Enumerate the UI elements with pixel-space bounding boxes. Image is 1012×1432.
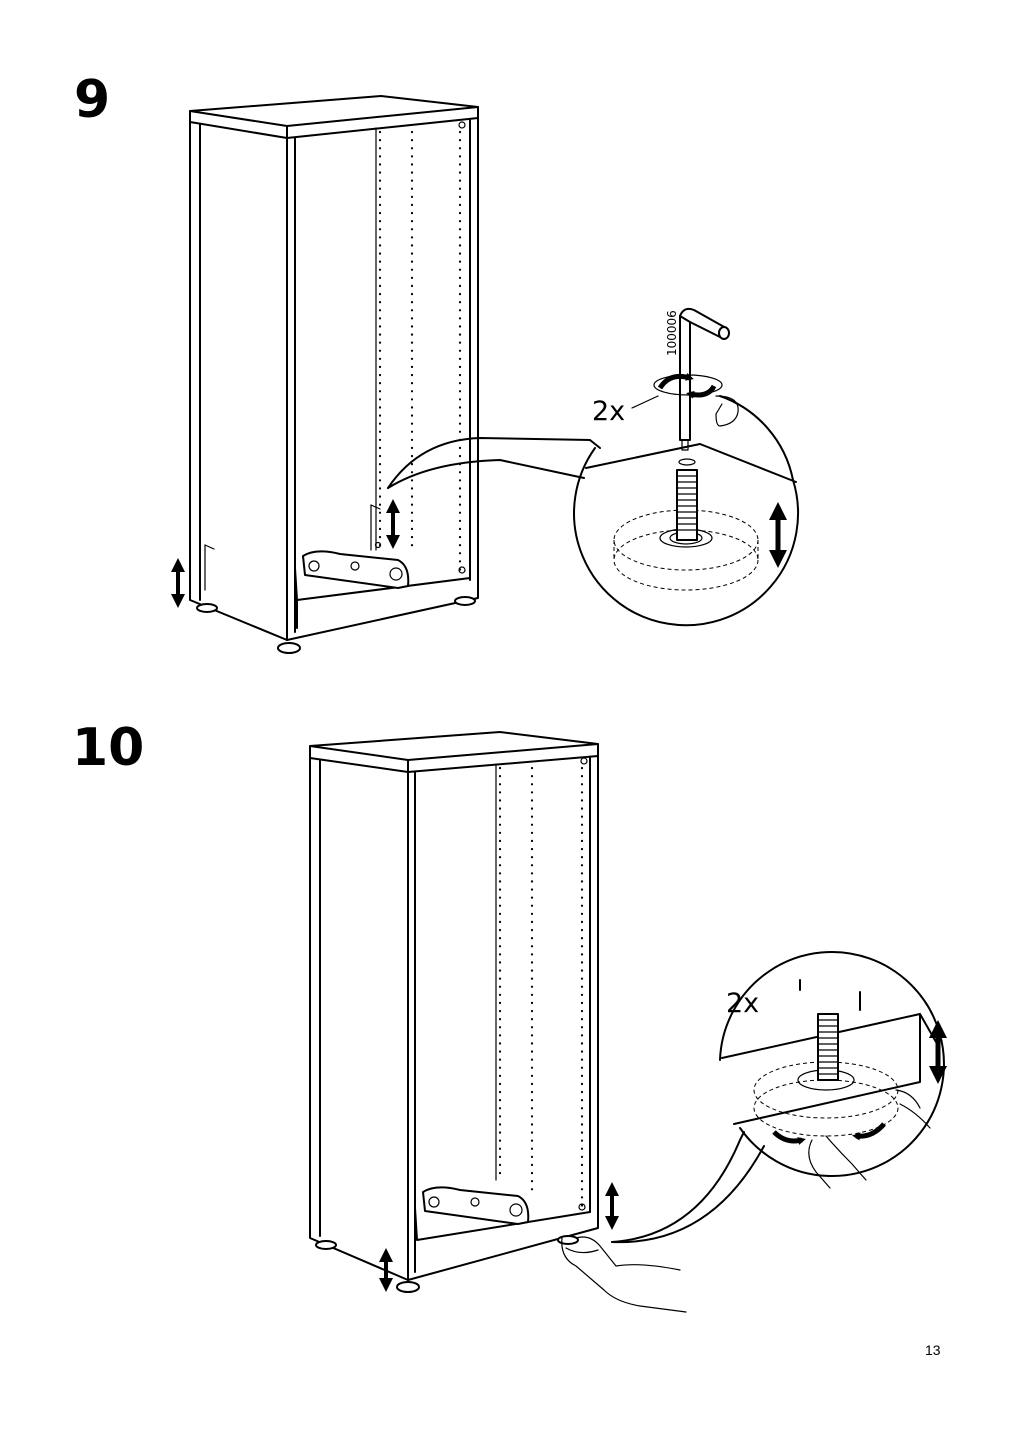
step-9-part-number: 100006 bbox=[665, 310, 679, 356]
step-9-callout-pointer bbox=[387, 437, 601, 489]
step-10-quantity: 2x bbox=[726, 988, 759, 1019]
step-9-adjust-arrow-right bbox=[386, 499, 400, 549]
step-9-detail-circle bbox=[573, 395, 800, 627]
step-9-allen-key bbox=[653, 307, 739, 451]
step-10-cabinet bbox=[309, 731, 599, 1293]
step-10-detail-arrow bbox=[929, 1020, 947, 1084]
step-10-adjust-arrow-right bbox=[605, 1182, 619, 1230]
page-number: 13 bbox=[925, 1342, 941, 1358]
step-10-number: 10 bbox=[72, 718, 145, 778]
step-10-callout-pointer bbox=[611, 1131, 745, 1243]
step-9-detail-arrow bbox=[769, 502, 787, 568]
step-9-adjust-arrow-left bbox=[171, 558, 185, 608]
step-9-cabinet bbox=[189, 95, 479, 654]
step-9-quantity: 2x bbox=[592, 396, 625, 427]
step-10-hand bbox=[561, 1236, 687, 1313]
step-9-number: 9 bbox=[74, 70, 111, 130]
step-10-adjust-arrow-left bbox=[379, 1248, 393, 1292]
